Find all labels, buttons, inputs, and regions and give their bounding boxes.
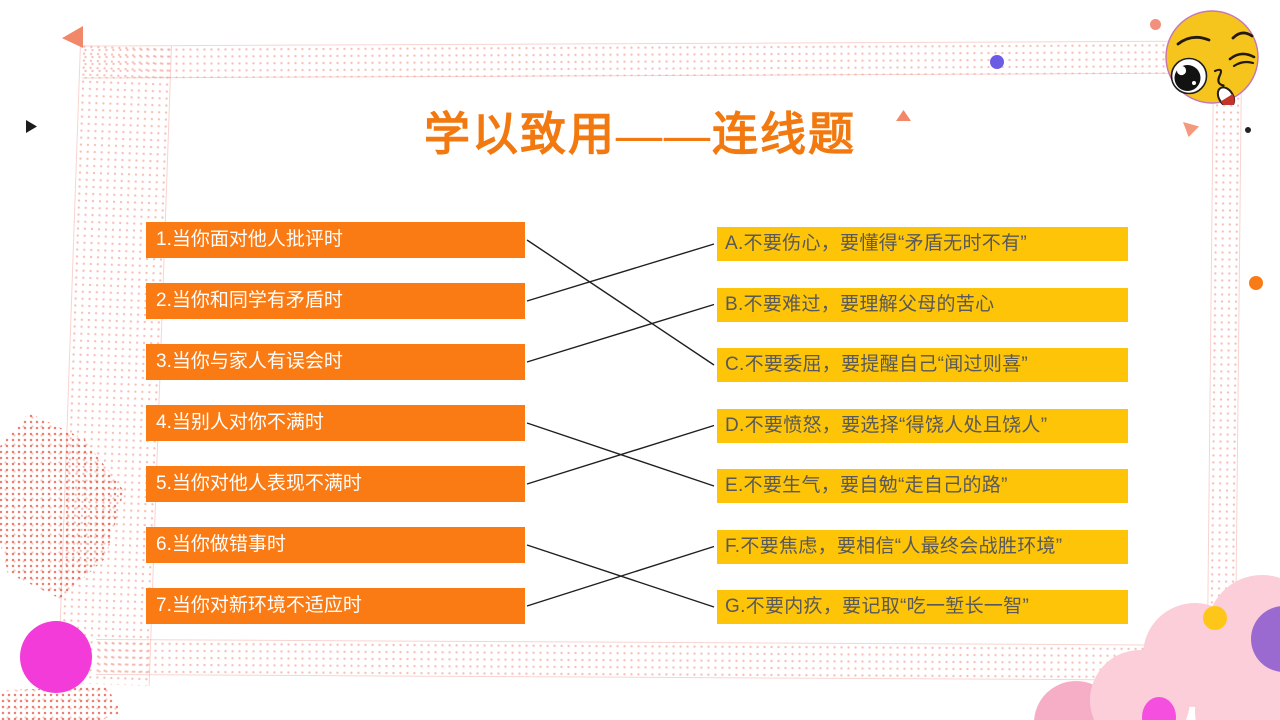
answer-box-d[interactable]: D.不要愤怒，要选择“得饶人处且饶人” — [717, 408, 1128, 443]
question-box-5[interactable]: 5.当你对他人表现不满时 — [146, 466, 525, 502]
magenta-ellipse — [1142, 697, 1176, 720]
question-box-1[interactable]: 1.当你面对他人批评时 — [146, 222, 525, 258]
question-box-3[interactable]: 3.当你与家人有误会时 — [146, 344, 525, 380]
salmon-triangle-icon — [896, 110, 911, 121]
answer-box-b[interactable]: B.不要难过，要理解父母的苦心 — [717, 287, 1128, 322]
question-box-2[interactable]: 2.当你和同学有矛盾时 — [146, 283, 525, 319]
answer-box-f[interactable]: F.不要焦虑，要相信“人最终会战胜环境” — [717, 529, 1128, 564]
black-triangle-icon — [26, 120, 37, 133]
question-box-4[interactable]: 4.当别人对你不满时 — [146, 405, 525, 441]
slide-title: 学以致用——连线题 — [424, 109, 856, 160]
magenta-circle — [20, 621, 92, 693]
halftone-frame-top — [81, 40, 1253, 79]
answer-box-g[interactable]: G.不要内疚，要记取“吃一堑长一智” — [717, 590, 1128, 624]
purple-dot — [990, 55, 1004, 69]
winking-face-emoji-icon — [1165, 10, 1259, 105]
answer-box-a[interactable]: A.不要伤心，要懂得“矛盾无时不有” — [717, 227, 1128, 261]
orange-dot — [1249, 276, 1263, 290]
salmon-triangle-icon — [62, 26, 83, 48]
answer-box-c[interactable]: C.不要委屈，要提醒自己“闻过则喜” — [717, 348, 1128, 382]
question-column: 1.当你面对他人批评时 2.当你和同学有矛盾时 3.当你与家人有误会时 4.当别… — [146, 222, 525, 624]
question-box-6[interactable]: 6.当你做错事时 — [146, 527, 525, 563]
answer-column: A.不要伤心，要懂得“矛盾无时不有” B.不要难过，要理解父母的苦心 C.不要委… — [717, 227, 1128, 624]
halftone-frame-bottom — [95, 638, 1257, 682]
answer-box-e[interactable]: E.不要生气，要自勉“走自己的路” — [717, 469, 1128, 503]
question-box-7[interactable]: 7.当你对新环境不适应时 — [146, 588, 525, 624]
yellow-dot — [1203, 606, 1227, 630]
black-dot — [1245, 127, 1251, 133]
salmon-dot — [1150, 19, 1161, 30]
